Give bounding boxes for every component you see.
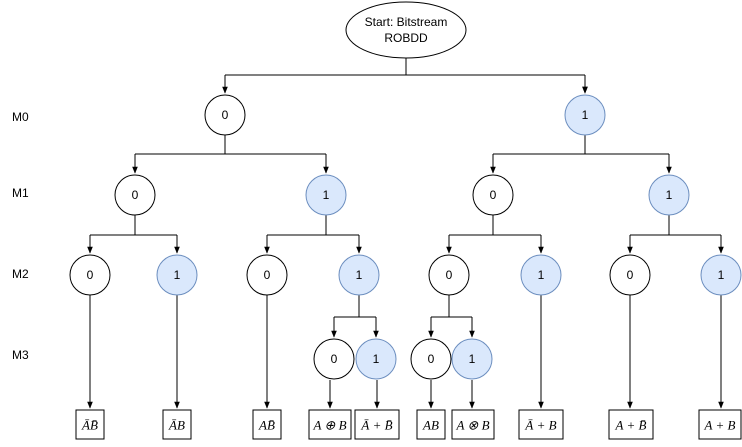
level-label-m1: M1	[12, 186, 29, 200]
edges	[87, 48, 724, 409]
svg-text:1: 1	[469, 352, 476, 366]
leaf-box-4: A ⊕ B	[308, 409, 352, 440]
svg-text:1: 1	[718, 268, 725, 282]
svg-text:1: 1	[538, 268, 545, 282]
svg-text:0: 0	[222, 108, 229, 122]
leaf-box-2: ĀB	[162, 409, 192, 440]
m1-node-0a: 0	[114, 174, 156, 216]
m2-node-4: 1	[338, 254, 380, 296]
leaf-box-1: ĀB̄	[75, 409, 105, 440]
m2-node-8: 1	[700, 254, 742, 296]
m0-node-1: 1	[564, 94, 606, 136]
level-label-m2: M2	[12, 267, 29, 281]
m2-node-3: 0	[246, 254, 288, 296]
svg-text:AB̄: AB̄	[258, 418, 275, 433]
svg-text:1: 1	[356, 268, 363, 282]
svg-text:Ā + B̄: Ā + B̄	[360, 418, 392, 433]
leaf-box-10: A + B	[698, 409, 742, 440]
m1-node-1b: 1	[648, 174, 690, 216]
svg-text:1: 1	[323, 188, 330, 202]
svg-text:0: 0	[87, 268, 94, 282]
svg-text:A + B̄: A + B̄	[615, 418, 647, 433]
level-label-m3: M3	[12, 348, 29, 362]
level-label-m0: M0	[12, 110, 29, 124]
svg-text:0: 0	[446, 268, 453, 282]
svg-text:0: 0	[132, 188, 139, 202]
svg-text:1: 1	[582, 108, 589, 122]
svg-text:0: 0	[331, 352, 338, 366]
svg-text:Ā + B: Ā + B	[524, 418, 556, 433]
m3-node-3: 0	[410, 338, 452, 380]
m2-node-1: 0	[69, 254, 111, 296]
svg-text:0: 0	[490, 188, 497, 202]
m1-node-0b: 0	[472, 174, 514, 216]
leaf-box-8: Ā + B	[518, 409, 564, 440]
m2-node-5: 0	[428, 254, 470, 296]
m1-node-1a: 1	[305, 174, 347, 216]
svg-text:AB: AB	[422, 418, 439, 433]
m3-node-4: 1	[451, 338, 493, 380]
svg-text:1: 1	[666, 188, 673, 202]
svg-text:A ⊗ B: A ⊗ B	[455, 418, 489, 433]
svg-text:0: 0	[428, 352, 435, 366]
start-label-line2: ROBDD	[384, 31, 428, 45]
leaf-box-5: Ā + B̄	[354, 409, 400, 440]
start-label-line1: Start: Bitstream	[365, 15, 448, 29]
svg-text:ĀB: ĀB	[168, 418, 185, 433]
leaf-box-3: AB̄	[252, 409, 282, 440]
m0-node-0: 0	[204, 94, 246, 136]
start-node: Start: Bitstream ROBDD	[345, 1, 467, 59]
svg-text:1: 1	[174, 268, 181, 282]
svg-text:A ⊕ B: A ⊕ B	[312, 418, 346, 433]
leaf-box-7: A ⊗ B	[451, 409, 495, 440]
svg-text:0: 0	[627, 268, 634, 282]
svg-text:1: 1	[373, 352, 380, 366]
svg-text:A + B: A + B	[704, 418, 736, 433]
svg-text:ĀB̄: ĀB̄	[81, 418, 98, 433]
m2-node-6: 1	[520, 254, 562, 296]
svg-text:0: 0	[264, 268, 271, 282]
leaf-box-9: A + B̄	[608, 409, 654, 440]
m3-node-2: 1	[355, 338, 397, 380]
m2-node-2: 1	[156, 254, 198, 296]
m3-node-1: 0	[313, 338, 355, 380]
m2-node-7: 0	[609, 254, 651, 296]
leaf-box-6: AB	[416, 409, 446, 440]
